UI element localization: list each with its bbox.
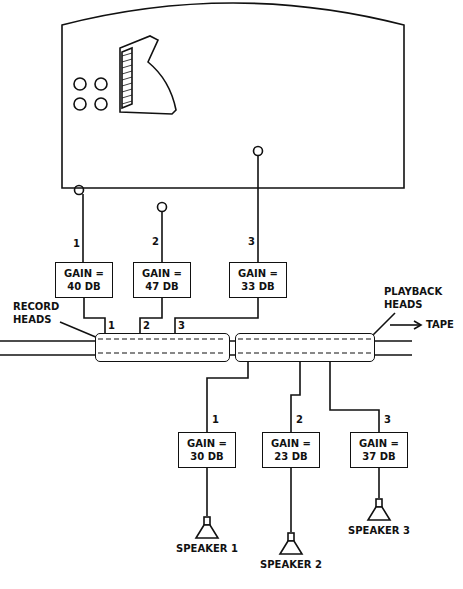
microphone bbox=[75, 186, 84, 195]
leader-line bbox=[60, 322, 98, 338]
piano-outline bbox=[120, 36, 176, 114]
gain-box: GAIN = 47 DB bbox=[133, 262, 191, 298]
speaker-label: SPEAKER 2 bbox=[260, 558, 322, 571]
wire-number: 3 bbox=[383, 414, 392, 426]
wire-number: 1 bbox=[72, 238, 81, 250]
gain-label: GAIN = 47 DB bbox=[137, 267, 187, 293]
signal-wire bbox=[140, 298, 162, 333]
speaker-magnet bbox=[204, 517, 210, 525]
signal-wire bbox=[175, 298, 258, 333]
speaker: SPEAKER 2 bbox=[260, 532, 322, 571]
gain-box: GAIN = 30 DB bbox=[178, 432, 236, 468]
tape-through-head bbox=[238, 338, 371, 339]
wire-number: 3 bbox=[247, 236, 256, 248]
wire-number: 2 bbox=[295, 414, 304, 426]
speaker-cone bbox=[368, 507, 390, 520]
speaker-cone bbox=[196, 525, 218, 538]
tape-direction-arrow bbox=[390, 324, 420, 326]
signal-wire bbox=[206, 468, 208, 516]
seat bbox=[74, 78, 86, 90]
studio-drawing bbox=[0, 3, 421, 355]
gain-box: GAIN = 33 DB bbox=[229, 262, 287, 298]
head-number: 1 bbox=[107, 320, 116, 332]
speaker-symbol bbox=[278, 532, 304, 558]
signal-wire bbox=[330, 362, 379, 432]
speaker-symbol bbox=[366, 498, 392, 524]
signal-wire bbox=[290, 468, 292, 532]
seat bbox=[95, 78, 107, 90]
leader-line bbox=[372, 313, 395, 336]
mic-wire bbox=[82, 194, 84, 262]
head-assembly: PLAYBACK HEADS bbox=[235, 333, 375, 362]
microphone bbox=[158, 203, 167, 212]
head-label: RECORD HEADS bbox=[13, 300, 88, 326]
speaker-cone bbox=[280, 541, 302, 554]
tape-through-head bbox=[98, 352, 226, 353]
piano-keys bbox=[122, 53, 132, 104]
tape-label: TAPE bbox=[425, 319, 455, 331]
head-number: 3 bbox=[177, 320, 186, 332]
speaker-magnet bbox=[376, 499, 382, 507]
gain-label: GAIN = 37 DB bbox=[354, 437, 404, 463]
gain-label: GAIN = 30 DB bbox=[182, 437, 232, 463]
seat bbox=[95, 98, 107, 110]
arrowhead bbox=[414, 321, 421, 329]
speaker: SPEAKER 3 bbox=[348, 498, 410, 537]
speaker-label: SPEAKER 1 bbox=[176, 542, 238, 555]
gain-label: GAIN = 40 DB bbox=[59, 267, 109, 293]
mic-wire bbox=[257, 155, 259, 262]
head-number: 2 bbox=[142, 320, 151, 332]
tape-through-head bbox=[238, 352, 371, 353]
mic-wire bbox=[161, 211, 163, 262]
speaker-magnet bbox=[288, 533, 294, 541]
seat bbox=[74, 98, 86, 110]
tape-through-head bbox=[98, 338, 226, 339]
signal-wire bbox=[84, 298, 105, 333]
gain-box: GAIN = 37 DB bbox=[350, 432, 408, 468]
gain-label: GAIN = 23 DB bbox=[266, 437, 316, 463]
gain-box: GAIN = 40 DB bbox=[55, 262, 113, 298]
head-dashes bbox=[96, 334, 228, 360]
wire-number: 1 bbox=[211, 414, 220, 426]
microphone bbox=[254, 147, 263, 156]
speaker-symbol bbox=[194, 516, 220, 542]
gain-label: GAIN = 33 DB bbox=[233, 267, 283, 293]
studio-outline bbox=[62, 3, 404, 188]
wire-number: 2 bbox=[151, 236, 160, 248]
gain-box: GAIN = 23 DB bbox=[262, 432, 320, 468]
signal-wire bbox=[207, 362, 248, 432]
head-assembly: RECORD HEADS bbox=[95, 333, 230, 362]
signal-wire bbox=[378, 468, 380, 498]
piano-keyboard bbox=[122, 48, 132, 108]
speaker-label: SPEAKER 3 bbox=[348, 524, 410, 537]
head-dashes bbox=[236, 334, 373, 360]
speaker: SPEAKER 1 bbox=[176, 516, 238, 555]
head-label: PLAYBACK HEADS bbox=[384, 285, 462, 311]
